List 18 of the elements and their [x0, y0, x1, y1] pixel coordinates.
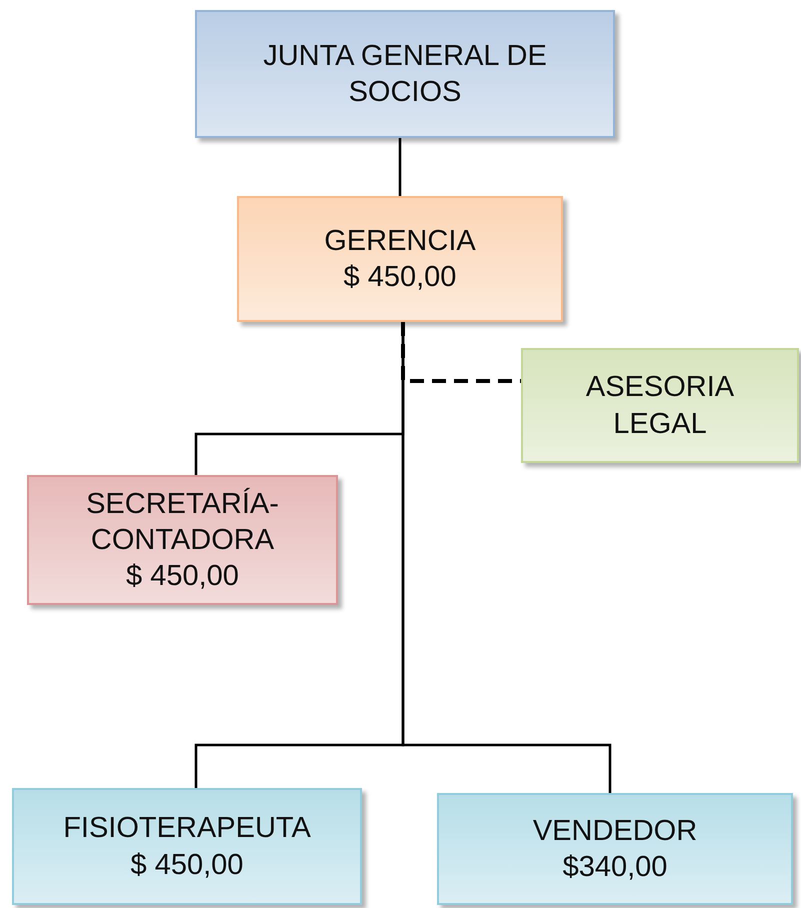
position-title: JUNTA GENERAL DE SOCIOS	[262, 38, 548, 110]
org-box	[27, 475, 338, 605]
org-box	[195, 10, 615, 138]
position-title: GERENCIA	[324, 224, 476, 259]
salary-text: $ 450,00	[344, 260, 456, 295]
salary-text: $ 450,00	[130, 848, 244, 882]
position-title: VENDEDOR	[532, 814, 698, 849]
position-title: SECRETARÍA-CONTADORA	[85, 486, 280, 558]
salary-text: $ 450,00	[126, 559, 239, 594]
org-box	[521, 348, 799, 463]
org-box	[437, 793, 793, 905]
org-box	[237, 196, 563, 322]
position-title: FISIOTERAPEUTA	[63, 811, 311, 846]
connector-line	[398, 138, 402, 196]
org-box	[12, 788, 362, 905]
connector-line	[401, 322, 521, 383]
salary-text: $340,00	[562, 850, 668, 885]
position-title: ASESORIA LEGAL	[584, 370, 736, 442]
